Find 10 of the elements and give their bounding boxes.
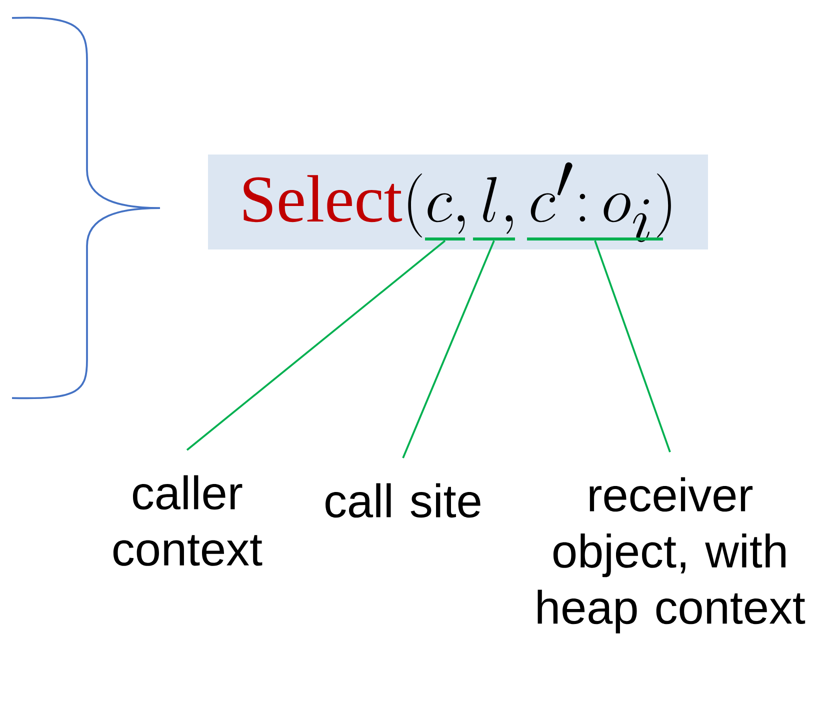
label-text: receiver object, with heap context <box>538 477 806 634</box>
underline <box>473 238 515 240</box>
underline <box>425 238 465 240</box>
label-text: call site <box>326 483 480 518</box>
formula-box: Select$(c, l, c'\colon o_i)$ <box>208 154 708 250</box>
underline <box>527 238 663 240</box>
leader-line <box>402 240 495 458</box>
label-text: caller context <box>113 475 262 566</box>
leader-line <box>186 240 446 451</box>
leader-line <box>594 240 671 452</box>
